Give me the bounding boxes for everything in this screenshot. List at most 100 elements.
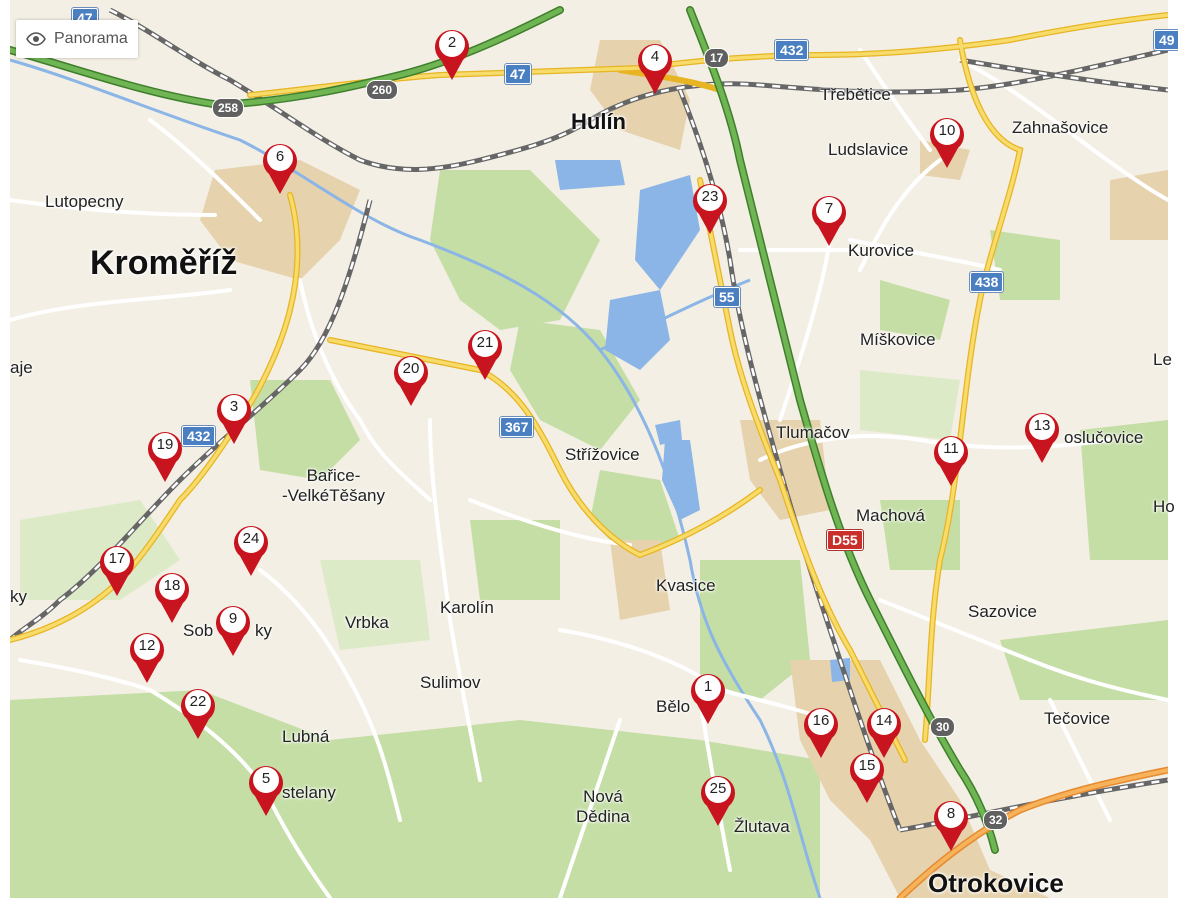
map-edge-right bbox=[1168, 0, 1178, 900]
map-pin-icon bbox=[867, 708, 901, 758]
place-label-sulimov: Sulimov bbox=[420, 673, 481, 692]
map-pin-icon bbox=[100, 546, 134, 596]
map-marker-3[interactable]: 3 bbox=[214, 390, 254, 446]
road-shield-432: 432 bbox=[775, 40, 809, 60]
marker-number: 2 bbox=[447, 34, 457, 51]
place-label-belov: Bělo bbox=[656, 697, 691, 716]
place-label-zlutava: Žlutava bbox=[734, 817, 790, 836]
marker-number: 17 bbox=[108, 550, 126, 567]
marker-number: 25 bbox=[709, 780, 727, 797]
marker-number: 18 bbox=[163, 577, 181, 594]
road-shield-30: 30 bbox=[930, 717, 956, 737]
place-label-strizovice: Střížovice bbox=[565, 445, 640, 464]
road-shield-438: 438 bbox=[970, 272, 1004, 292]
map-marker-21[interactable]: 21 bbox=[465, 326, 505, 382]
marker-number: 15 bbox=[858, 757, 876, 774]
map-pin-icon bbox=[216, 606, 250, 656]
road-shield-55: 55 bbox=[714, 287, 740, 307]
map-pin-icon bbox=[394, 356, 428, 406]
map-marker-15[interactable]: 15 bbox=[847, 749, 887, 805]
map-marker-23[interactable]: 23 bbox=[690, 180, 730, 236]
place-label-karolin: Karolín bbox=[440, 598, 494, 617]
place-label-miskovice: Míškovice bbox=[860, 330, 936, 349]
map-pin-icon bbox=[930, 118, 964, 168]
place-label-vrbka: Vrbka bbox=[345, 613, 389, 632]
marker-number: 1 bbox=[703, 678, 713, 695]
place-label-kurovice: Kurovice bbox=[848, 241, 915, 260]
panorama-button[interactable]: Panorama bbox=[16, 20, 138, 58]
place-label-zahnasovice: Zahnašovice bbox=[1012, 118, 1109, 137]
map-marker-25[interactable]: 25 bbox=[698, 772, 738, 828]
map-pin-icon bbox=[217, 394, 251, 444]
place-label-lubna: Lubná bbox=[282, 727, 330, 746]
map-marker-12[interactable]: 12 bbox=[127, 629, 167, 685]
marker-number: 19 bbox=[156, 436, 174, 453]
map-marker-19[interactable]: 19 bbox=[145, 428, 185, 484]
map-pin-icon bbox=[130, 633, 164, 683]
place-label-edge-aje: aje bbox=[10, 358, 33, 377]
marker-number: 22 bbox=[189, 693, 207, 710]
map-pin-icon bbox=[691, 674, 725, 724]
place-label-kvasice: Kvasice bbox=[656, 576, 716, 595]
map-marker-13[interactable]: 13 bbox=[1022, 409, 1062, 465]
marker-number: 23 bbox=[701, 188, 719, 205]
map-marker-7[interactable]: 7 bbox=[809, 192, 849, 248]
map-marker-16[interactable]: 16 bbox=[801, 704, 841, 760]
map-pin-icon bbox=[148, 432, 182, 482]
map-pin-icon bbox=[934, 436, 968, 486]
marker-number: 10 bbox=[938, 122, 956, 139]
marker-number: 8 bbox=[946, 805, 956, 822]
map-marker-20[interactable]: 20 bbox=[391, 352, 431, 408]
map-pin-icon bbox=[263, 144, 297, 194]
road-shield-d55: D55 bbox=[827, 530, 863, 550]
road-shield-49: 49 bbox=[1154, 30, 1178, 50]
place-label-edge-le: Le bbox=[1153, 350, 1172, 369]
panorama-label: Panorama bbox=[54, 30, 128, 47]
map-pin-icon bbox=[934, 801, 968, 851]
place-label-hulin: Hulín bbox=[571, 109, 626, 134]
road-shield-432: 432 bbox=[182, 426, 216, 446]
map-marker-22[interactable]: 22 bbox=[178, 685, 218, 741]
map-edge-left bbox=[0, 0, 10, 900]
place-label-edge-ho: Ho bbox=[1153, 497, 1175, 516]
map-pin-icon bbox=[638, 44, 672, 94]
map-marker-5[interactable]: 5 bbox=[246, 762, 286, 818]
map-marker-18[interactable]: 18 bbox=[152, 569, 192, 625]
place-label-kromeriz: Kroměříž bbox=[90, 244, 238, 282]
marker-number: 16 bbox=[812, 712, 830, 729]
map-pin-icon bbox=[468, 330, 502, 380]
road-shield-258: 258 bbox=[212, 98, 245, 118]
map-marker-8[interactable]: 8 bbox=[931, 797, 971, 853]
place-label-oslucovice: oslučovice bbox=[1064, 428, 1144, 447]
map-edge-bottom bbox=[0, 898, 1178, 900]
road-shield-260: 260 bbox=[366, 80, 399, 100]
eye-icon bbox=[26, 32, 46, 46]
map-marker-11[interactable]: 11 bbox=[931, 432, 971, 488]
place-label-barice: Bařice- -VelkéTěšany bbox=[282, 466, 385, 505]
place-label-tecovice: Tečovice bbox=[1044, 709, 1111, 728]
map-marker-9[interactable]: 9 bbox=[213, 602, 253, 658]
map-marker-4[interactable]: 4 bbox=[635, 40, 675, 96]
marker-number: 20 bbox=[402, 360, 420, 377]
forest-areas bbox=[10, 170, 1168, 898]
map-marker-2[interactable]: 2 bbox=[432, 26, 472, 82]
map-marker-17[interactable]: 17 bbox=[97, 542, 137, 598]
map-marker-6[interactable]: 6 bbox=[260, 140, 300, 196]
map-marker-24[interactable]: 24 bbox=[231, 522, 271, 578]
marker-number: 7 bbox=[824, 200, 834, 217]
map-marker-10[interactable]: 10 bbox=[927, 114, 967, 170]
map-pin-icon bbox=[1025, 413, 1059, 463]
marker-number: 3 bbox=[229, 398, 239, 415]
place-label-sobelky-end: ky bbox=[255, 621, 272, 640]
map-pin-icon bbox=[804, 708, 838, 758]
road-shield-47: 47 bbox=[505, 64, 531, 84]
place-label-otrokovice: Otrokovice bbox=[928, 868, 1064, 898]
marker-number: 6 bbox=[275, 148, 285, 165]
map-pin-icon bbox=[249, 766, 283, 816]
map-pin-icon bbox=[435, 30, 469, 80]
map-pin-icon bbox=[234, 526, 268, 576]
map-marker-14[interactable]: 14 bbox=[864, 704, 904, 760]
map-marker-1[interactable]: 1 bbox=[688, 670, 728, 726]
